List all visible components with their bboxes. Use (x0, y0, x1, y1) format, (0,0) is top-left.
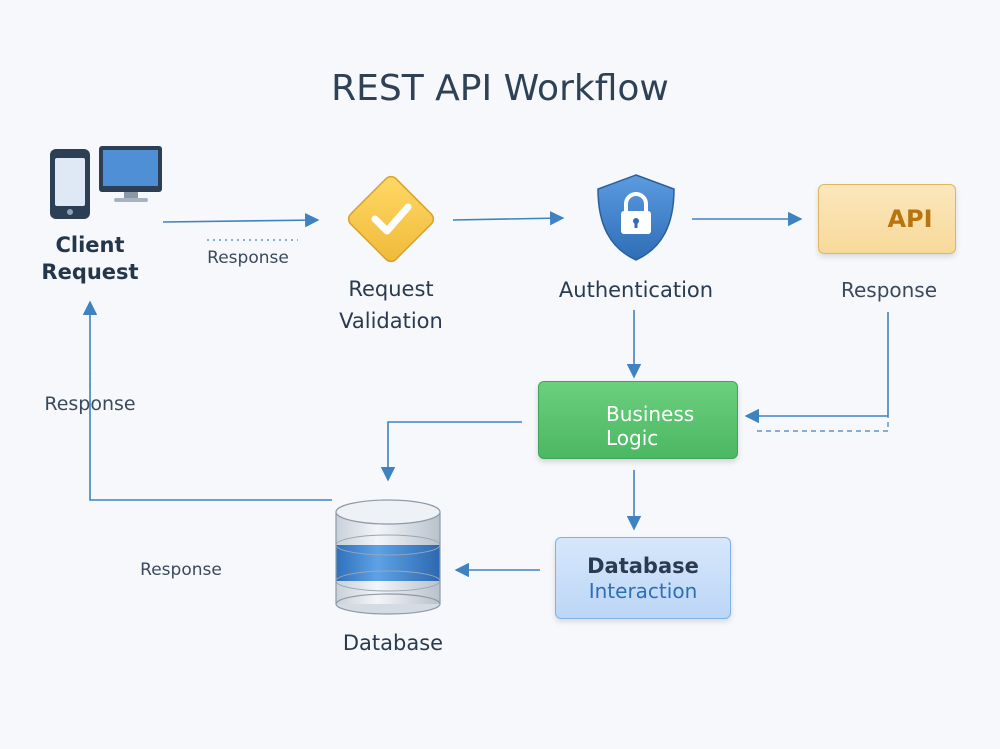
business-label-line1: Business (606, 402, 695, 426)
api-label: API (887, 205, 933, 233)
arrow-database-to-client (82, 300, 332, 501)
database-interaction-label: Database Interaction (555, 553, 731, 604)
response-label-left: Response (44, 393, 136, 415)
validation-label-line1: Request (348, 277, 434, 301)
business-label-line2: Logic (606, 426, 659, 450)
api-response-label: Response (840, 278, 938, 302)
shield-lock-icon (597, 174, 675, 261)
client-label-line2: Request (41, 260, 139, 285)
business-logic-box (538, 381, 738, 459)
database-interaction-box (555, 537, 731, 619)
connectors (82, 211, 889, 578)
client-request-label: Client Request (20, 232, 160, 287)
db-interaction-line1: Database (587, 554, 699, 578)
authentication-label: Authentication (558, 278, 714, 302)
client-label-line1: Client (55, 233, 125, 257)
arrow-validation-to-auth (452, 211, 565, 226)
arrow-business-to-database (380, 421, 522, 482)
db-interaction-line2: Interaction (588, 579, 698, 604)
arrow-client-to-validation (162, 212, 320, 228)
validation-label-line2: Validation (339, 308, 443, 333)
database-cylinder-icon (335, 499, 441, 615)
arrow-api-to-business (744, 312, 889, 424)
database-label: Database (342, 631, 444, 655)
api-response-box (818, 184, 956, 254)
diagram-title: REST API Workflow (331, 68, 669, 109)
dashed-return-line (757, 416, 889, 432)
response-label-top: Response (207, 248, 289, 268)
monitor-icon (99, 146, 162, 202)
business-logic-label: Business Logic (606, 402, 716, 450)
response-label-bottom: Response (140, 560, 222, 580)
phone-icon (50, 149, 90, 219)
request-validation-label: Request Validation (321, 274, 461, 337)
checkmark-diamond-icon (347, 175, 435, 263)
